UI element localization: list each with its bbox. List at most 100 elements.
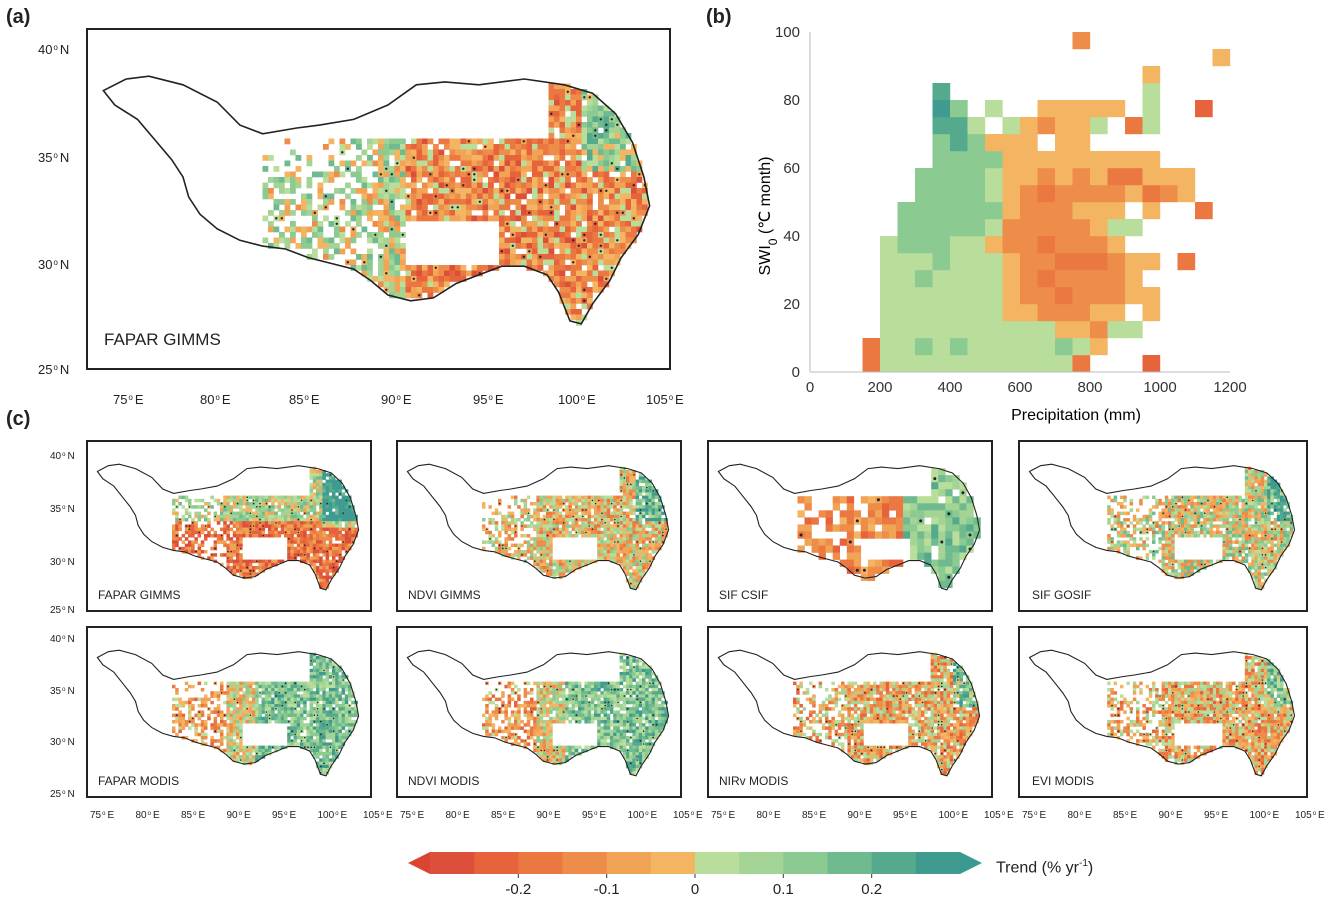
map-pixel — [362, 194, 368, 200]
map-pixel — [338, 508, 342, 512]
map-pixel — [623, 544, 627, 548]
significance-dot — [662, 532, 664, 534]
map-pixel — [559, 534, 563, 538]
map-pixel — [549, 89, 555, 95]
map-pixel — [609, 249, 615, 255]
map-pixel — [217, 515, 221, 519]
map-pixel — [578, 496, 582, 500]
map-pixel — [629, 566, 633, 570]
map-pixel — [1133, 540, 1137, 544]
map-pixel — [594, 521, 598, 525]
map-pixel — [587, 210, 593, 216]
map-pixel — [433, 199, 439, 205]
map-pixel — [571, 309, 577, 315]
map-pixel — [604, 243, 610, 249]
map-pixel — [313, 470, 317, 474]
map-pixel — [296, 166, 302, 172]
significance-dot — [314, 548, 316, 550]
map-pixel — [588, 531, 592, 535]
map-pixel — [290, 524, 294, 528]
heatmap-cell — [968, 253, 986, 270]
map-pixel — [571, 216, 577, 222]
heatmap-cell — [985, 338, 1003, 355]
map-pixel — [278, 499, 282, 503]
map-pixel — [600, 521, 604, 525]
map-pixel — [600, 499, 604, 503]
heatmap-cell — [1055, 185, 1073, 202]
map-pixel — [1117, 524, 1121, 528]
map-pixel — [538, 161, 544, 167]
map-pixel — [571, 210, 577, 216]
map-pixel — [658, 537, 662, 541]
heatmap-cell — [915, 202, 933, 219]
map-pixel — [584, 534, 588, 538]
map-pixel — [319, 486, 323, 490]
map-pixel — [1242, 547, 1246, 551]
map-pixel — [262, 563, 266, 567]
map-pixel — [626, 521, 630, 525]
map-pixel — [607, 496, 611, 500]
map-pixel — [488, 534, 492, 538]
map-pixel — [367, 210, 373, 216]
map-pixel — [1168, 512, 1172, 515]
map-pixel — [594, 515, 598, 519]
map-pixel — [594, 512, 598, 515]
map-pixel — [351, 531, 355, 535]
map-pixel — [444, 188, 450, 194]
map-pixel — [533, 544, 537, 548]
heatmap-cell — [1055, 270, 1073, 287]
map-pixel — [172, 531, 176, 535]
map-pixel — [378, 271, 384, 277]
map-pixel — [1267, 547, 1271, 551]
map-pixel — [584, 524, 588, 528]
map-pixel — [620, 216, 626, 222]
heatmap-cell — [1020, 338, 1038, 355]
map-pixel — [896, 517, 903, 524]
map-pixel — [629, 563, 633, 567]
map-pixel — [632, 576, 636, 580]
map-pixel — [626, 566, 630, 570]
map-pixel — [1203, 521, 1207, 525]
map-pixel — [626, 183, 632, 189]
map-pixel — [1264, 537, 1268, 541]
map-pixel — [511, 515, 515, 519]
map-pixel — [444, 199, 450, 205]
map-pixel — [345, 221, 351, 227]
map-pixel — [335, 505, 339, 509]
map-pixel — [1229, 515, 1233, 519]
map-pixel — [552, 563, 556, 567]
map-pixel — [494, 199, 500, 205]
map-pixel — [1277, 528, 1281, 532]
map-pixel — [1210, 499, 1214, 503]
map-pixel — [587, 106, 593, 112]
map-pixel — [1274, 489, 1278, 493]
map-pixel — [483, 139, 489, 145]
map-pixel — [516, 172, 522, 178]
map-pixel — [313, 537, 317, 541]
map-pixel — [362, 183, 368, 189]
map-pixel — [313, 544, 317, 548]
map-pixel — [326, 576, 330, 580]
map-pixel — [378, 216, 384, 222]
map-pixel — [636, 492, 640, 496]
map-pixel — [626, 177, 632, 183]
map-pixel — [1136, 544, 1140, 548]
map-pixel — [1226, 547, 1230, 551]
map-pixel — [594, 528, 598, 532]
map-pixel — [239, 528, 243, 532]
map-pixel — [600, 540, 604, 544]
map-pixel — [1168, 534, 1172, 538]
map-pixel — [516, 183, 522, 189]
map-pixel — [524, 499, 528, 503]
map-pixel — [455, 199, 461, 205]
significance-dot — [589, 256, 591, 258]
map-pixel — [604, 111, 610, 117]
map-pixel — [620, 521, 624, 525]
map-pixel — [546, 499, 550, 503]
map-pixel — [326, 515, 330, 519]
map-pixel — [568, 518, 572, 522]
map-pixel — [1232, 515, 1236, 519]
map-pixel — [631, 188, 637, 194]
map-pixel — [571, 205, 577, 211]
map-pixel — [1245, 531, 1249, 535]
